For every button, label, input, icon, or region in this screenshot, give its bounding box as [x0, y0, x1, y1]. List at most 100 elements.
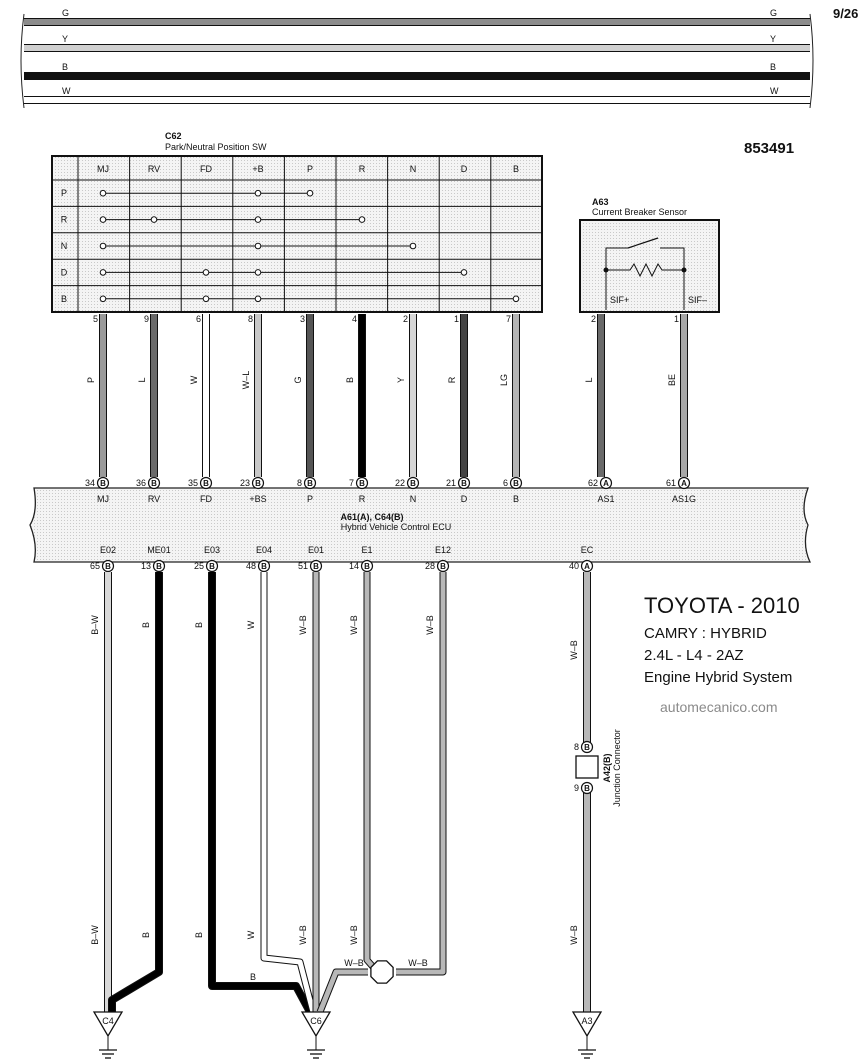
ecu-top-terminal-10-pin: 61: [666, 478, 676, 488]
top-wire-label-left: B: [62, 62, 68, 72]
ecu-bottom-terminal-2-pin: 25: [194, 561, 204, 571]
ground-wire-label-upper-5: W–B: [349, 615, 359, 635]
ecu-top-terminal-6-connector: B: [410, 479, 416, 488]
ecu-top-terminal-10-circle: [677, 476, 691, 490]
ecu-top-terminal-name-1: RV: [148, 494, 160, 504]
ecu-bottom-terminal-0-circle: [101, 559, 115, 573]
ecu-top-terminal-7-pin: 21: [446, 478, 456, 488]
ecu-top-terminal-3-connector: B: [255, 479, 261, 488]
top-wire-label-right: G: [770, 8, 777, 18]
switch-wire-label-4: G: [293, 376, 303, 383]
current-breaker-sensor: SIF+SIF–: [579, 219, 720, 313]
ecu-name-line1: A61(A), C64(B): [340, 512, 403, 522]
switch-pin-0: 5: [93, 314, 98, 324]
switch-contact-dot: [358, 216, 366, 223]
switch-name: Park/Neutral Position SW: [165, 142, 267, 152]
ecu-top-terminal-name-2: FD: [200, 494, 212, 504]
switch-row-label: R: [61, 215, 68, 225]
ecu-top-terminal-1-connector: B: [151, 479, 157, 488]
ecu-bottom-terminal-4-pin: 51: [298, 561, 308, 571]
switch-contact-dot: [254, 269, 262, 276]
junction-pin-top-connector: B: [584, 743, 590, 752]
switch-column-7: D: [461, 164, 468, 174]
ecu-top-terminal-8-pin: 6: [503, 478, 508, 488]
switch-pin-7: 1: [454, 314, 459, 324]
ecu-top-terminal-2-circle: [199, 476, 213, 490]
switch-row-label: D: [61, 267, 68, 277]
junction-pin-top-pin: 8: [574, 742, 579, 752]
ecu-top-terminal-name-9: AS1: [597, 494, 614, 504]
ecu-top-terminal-3-pin: 23: [240, 478, 250, 488]
switch-contact-dot: [99, 295, 107, 303]
ecu-top-terminal-8-connector: B: [513, 479, 519, 488]
ecu-bottom-terminal-1-pin: 13: [141, 561, 151, 571]
ecu-bottom-terminal-6-pin: 28: [425, 561, 435, 571]
breaker-line-right: [660, 247, 685, 310]
switch-contact-dot: [254, 216, 262, 223]
ecu-bottom-terminal-3-pin: 48: [246, 561, 256, 571]
ecu-top-terminal-name-0: MJ: [97, 494, 109, 504]
breaker-wire-label-1: BE: [667, 374, 677, 386]
top-wire-label-right: W: [770, 86, 779, 96]
ecu-bottom-terminal-name-0: E02: [100, 545, 116, 555]
ecu-body: [29, 487, 812, 563]
ground-label-c6: C6: [310, 1016, 322, 1026]
switch-contact-dot: [99, 269, 107, 276]
diagram-code: 853491: [744, 140, 794, 157]
switch-wire-label-1: L: [137, 377, 147, 382]
ground-wire-label-upper-7: W–B: [569, 640, 579, 660]
bundle-cut-left: [20, 13, 25, 109]
breaker-resistor: [606, 262, 684, 278]
switch-column-5: R: [359, 164, 366, 174]
ground-triangle-a3: [571, 1011, 603, 1038]
switch-contact-dot: [202, 269, 210, 276]
ground-wire-label-upper-0: B–W: [90, 615, 100, 635]
breaker-line-left: [605, 247, 628, 310]
ecu-top-terminal-9-circle: [599, 476, 613, 490]
switch-wire-label-2: W: [189, 375, 199, 384]
ecu-bottom-terminal-7-circle: [580, 559, 594, 573]
ecu-top-terminal-0-connector: B: [100, 479, 106, 488]
top-wire-label-left: Y: [62, 34, 68, 44]
breaker-frame: [579, 219, 720, 313]
ground-wire-label-lower-4: W–B: [298, 925, 308, 945]
ground-wire-e1: [364, 572, 376, 970]
ecu-bottom-terminal-4-circle: [309, 559, 323, 573]
ecu-top-terminal-4-circle: [303, 476, 317, 490]
website-watermark: automecanico.com: [660, 699, 778, 715]
breaker-wire-label-0: L: [584, 377, 594, 382]
e03-route-label: B: [250, 972, 256, 982]
ecu-top-terminal-8-circle: [509, 476, 523, 490]
switch-column-2: FD: [200, 164, 212, 174]
ecu-bottom-terminal-name-2: E03: [204, 545, 220, 555]
switch-column-3: +B: [252, 164, 263, 174]
splice-right-label: W–B: [408, 958, 428, 968]
switch-pin-5: 4: [352, 314, 357, 324]
switch-column-1: RV: [148, 164, 160, 174]
ecu-bottom-terminal-2-connector: B: [209, 562, 215, 571]
top-wire-label-left: G: [62, 8, 69, 18]
ground-wire-label-lower-7: W–B: [569, 925, 579, 945]
switch-contact-dot: [150, 216, 158, 223]
ground-wire-e03: [209, 572, 313, 1014]
ecu-top-terminal-5-connector: B: [359, 479, 365, 488]
switch-row-label: B: [61, 294, 67, 304]
switch-contact-dot: [306, 189, 314, 197]
junction-name: Junction Connector: [612, 729, 622, 807]
ground-label-a3: A3: [581, 1016, 592, 1026]
ecu-top-terminal-name-3: +BS: [249, 494, 266, 504]
bundle-cut-right: [809, 13, 814, 109]
breaker-name: Current Breaker Sensor: [592, 207, 687, 217]
breaker-terminal-plus: SIF+: [610, 295, 629, 305]
switch-contact-dot: [202, 295, 210, 303]
switch-frame: [51, 155, 543, 313]
switch-contact-dot: [254, 189, 262, 197]
ecu-top-terminal-7-connector: B: [461, 479, 467, 488]
ground-wire-me01-outline: [108, 572, 163, 1012]
switch-column-8: B: [513, 164, 519, 174]
junction-pin-bottom-pin: 9: [574, 783, 579, 793]
ecu-top-terminal-9-pin: 62: [588, 478, 598, 488]
switch-wire-label-3: W–L: [241, 371, 251, 390]
